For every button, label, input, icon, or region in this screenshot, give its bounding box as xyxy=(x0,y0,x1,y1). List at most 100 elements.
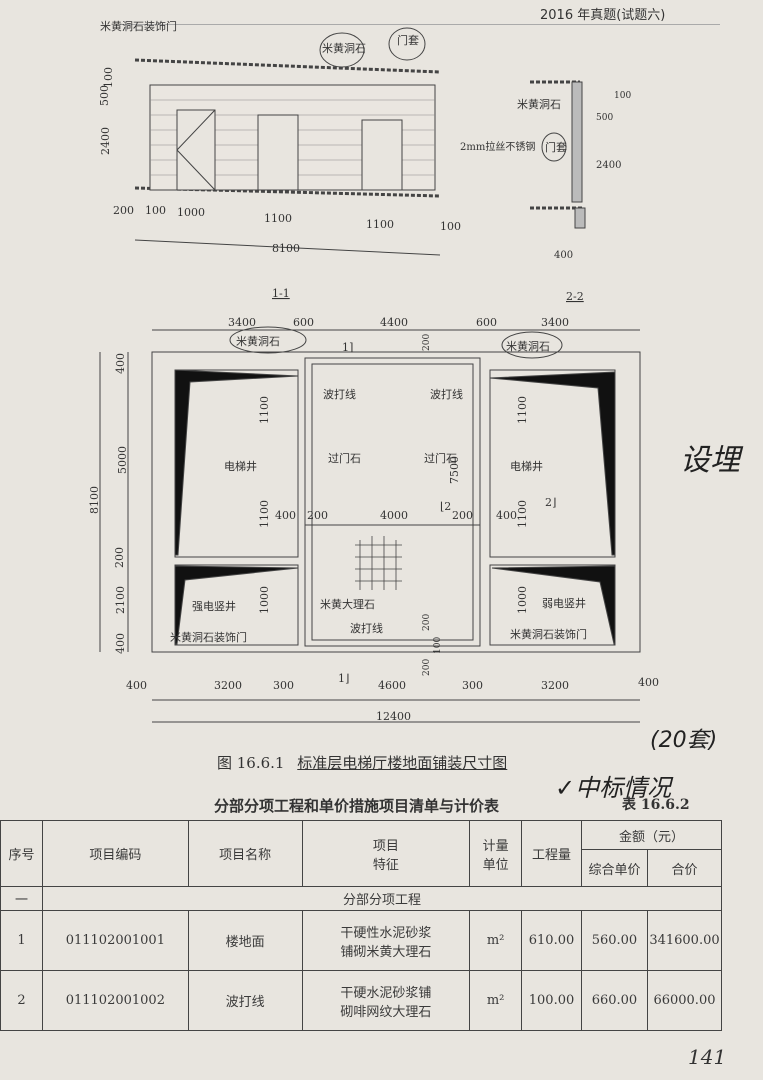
dim: 400 xyxy=(114,633,127,654)
dim: 200 xyxy=(307,509,328,522)
feature-line: 干硬水泥砂浆铺 xyxy=(340,985,432,1001)
label: 过门石 xyxy=(328,451,361,465)
running-header: 2016 年真题(试题六) xyxy=(540,8,666,23)
header-name: 项目名称 xyxy=(187,820,303,887)
pricing-table: 序号 项目编码 项目名称 项目特征 计量单位 工程量 金额（元） 综合单价 合价… xyxy=(0,820,723,1031)
dim-total: 12400 xyxy=(376,710,411,723)
dim: 200 xyxy=(452,509,473,522)
dim: 4600 xyxy=(378,679,406,692)
dim: 5000 xyxy=(116,446,129,474)
cell-code: 011102001002 xyxy=(41,970,189,1031)
header-seq: 序号 xyxy=(0,820,43,887)
dim: 3400 xyxy=(228,316,256,329)
dim-total: 8100 xyxy=(272,242,300,255)
dim: 1100 xyxy=(366,218,394,231)
label: 强电竖井 xyxy=(192,599,236,613)
dim: 400 xyxy=(114,353,127,374)
dim: 2400 xyxy=(596,160,621,171)
header-rule xyxy=(120,24,720,25)
dim: 1000 xyxy=(516,586,529,614)
handwritten-bid: ✓中标情况 xyxy=(555,774,672,802)
dim: 100 xyxy=(440,220,461,233)
cell-unit: m² xyxy=(469,910,523,971)
dim: 2400 xyxy=(99,127,112,155)
dim: 1000 xyxy=(258,586,271,614)
cut-marker: 1⌉ xyxy=(342,341,353,354)
section-row: 一 分部分项工程 xyxy=(0,886,723,911)
label: 米黄大理石 xyxy=(320,597,375,611)
label-stone-2: 米黄洞石 xyxy=(517,97,561,111)
section-1-1 xyxy=(134,27,441,256)
header-unit-2: 单位 xyxy=(482,857,509,873)
cell-name: 波打线 xyxy=(187,970,303,1031)
cell-unit-price: 560.00 xyxy=(581,910,648,971)
section-label: 分部分项工程 xyxy=(41,886,723,911)
dim: 100 xyxy=(614,91,631,101)
label: 波打线 xyxy=(350,621,383,635)
handwritten-sets: (20套) xyxy=(650,728,718,753)
dim: 1100 xyxy=(258,500,271,528)
dim: 3400 xyxy=(541,316,569,329)
label: 电梯井 xyxy=(510,459,543,473)
floor-plan xyxy=(99,326,641,723)
dim: 100 xyxy=(102,67,115,88)
section-title: 1-1 xyxy=(272,287,290,300)
dim: 400 xyxy=(126,679,147,692)
header-code: 项目编码 xyxy=(41,820,189,887)
label-decor-door: 米黄洞石装饰门 xyxy=(100,19,177,33)
cell-unit: m² xyxy=(469,970,523,1031)
header-qty: 工程量 xyxy=(521,820,582,887)
dim: 1100 xyxy=(264,212,292,225)
dim: 400 xyxy=(638,676,659,689)
table-number: 表 16.6.2 xyxy=(622,797,690,813)
dim: 600 xyxy=(476,316,497,329)
cell-qty: 100.00 xyxy=(521,970,582,1031)
header-feature-2: 特征 xyxy=(372,857,399,873)
label-steel: 2mm拉丝不锈钢 xyxy=(460,140,535,153)
header-amount: 金额（元） xyxy=(581,820,722,850)
label-door-frame-2: 门套 xyxy=(545,140,567,154)
feature-line: 砌啡网纹大理石 xyxy=(340,1004,432,1020)
dim: 400 xyxy=(554,250,573,261)
table-row: 2 011102001002 波打线 干硬水泥砂浆铺砌啡网纹大理石 m² 100… xyxy=(0,970,723,1031)
header-unit: 计量单位 xyxy=(469,820,523,887)
cell-unit-price: 660.00 xyxy=(581,970,648,1031)
dim: 1100 xyxy=(516,396,529,424)
cell-seq: 2 xyxy=(0,970,43,1031)
dim: 100 xyxy=(433,637,443,654)
dim: 200 xyxy=(113,204,134,217)
cell-total: 341600.00 xyxy=(646,910,723,971)
dim: 500 xyxy=(596,113,613,123)
dim: 4000 xyxy=(380,509,408,522)
dim-total: 8100 xyxy=(88,486,101,514)
dim: 200 xyxy=(113,547,126,568)
label: 电梯井 xyxy=(224,459,257,473)
dim: 200 xyxy=(422,614,432,631)
dim: 400 xyxy=(275,509,296,522)
label: 米黄洞石装饰门 xyxy=(510,627,587,641)
label: 米黄洞石装饰门 xyxy=(170,630,247,644)
feature-line: 干硬性水泥砂浆 xyxy=(340,925,432,941)
cell-seq: 1 xyxy=(0,910,43,971)
dim: 400 xyxy=(496,509,517,522)
label: 过门石 xyxy=(424,451,457,465)
label-door-frame: 门套 xyxy=(397,33,419,47)
cut-marker: ⌊2 xyxy=(440,500,451,513)
dim: 300 xyxy=(273,679,294,692)
dim: 2100 xyxy=(114,586,127,614)
label: 波打线 xyxy=(323,387,356,401)
section-2-2 xyxy=(530,80,586,229)
drawings: 米黄洞石装饰门 米黄洞石 门套 100 500 2400 200 100 100… xyxy=(88,19,659,723)
header-total: 合价 xyxy=(646,849,723,887)
header-unit-price: 综合单价 xyxy=(581,849,648,887)
dim: 600 xyxy=(293,316,314,329)
handwritten-note: 设埋 xyxy=(680,443,740,478)
dim: 200 xyxy=(422,659,432,676)
cell-feature: 干硬性水泥砂浆铺砌米黄大理石 xyxy=(301,910,471,971)
dim: 3200 xyxy=(541,679,569,692)
label: 米黄洞石 xyxy=(236,334,280,348)
cell-name: 楼地面 xyxy=(187,910,303,971)
table-row: 1 011102001001 楼地面 干硬性水泥砂浆铺砌米黄大理石 m² 610… xyxy=(0,910,723,971)
figure-caption: 图 16.6.1 标准层电梯厅楼地面铺装尺寸图 xyxy=(217,752,507,773)
section-title: 2-2 xyxy=(566,290,584,303)
